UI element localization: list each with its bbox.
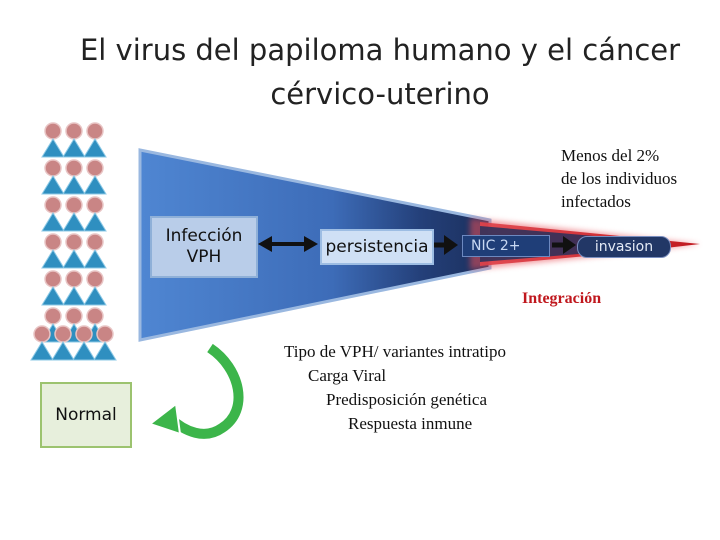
person-icon bbox=[41, 270, 65, 306]
population-people-group bbox=[30, 122, 117, 361]
person-icon bbox=[62, 270, 86, 306]
minority-note-line2: de los individuos bbox=[561, 169, 678, 188]
person-icon bbox=[72, 325, 96, 361]
person-icon bbox=[62, 159, 86, 195]
infection-vph-box: Infección VPH bbox=[150, 216, 258, 278]
person-icon bbox=[62, 122, 86, 158]
right-arrow-icon bbox=[434, 235, 458, 255]
normal-box: Normal bbox=[40, 382, 132, 448]
person-icon bbox=[41, 196, 65, 232]
person-icon bbox=[83, 270, 107, 306]
person-icon bbox=[41, 122, 65, 158]
factor-line1: Tipo de VPH/ variantes intratipo bbox=[284, 342, 506, 361]
person-icon bbox=[41, 159, 65, 195]
person-icon bbox=[83, 122, 107, 158]
slide-title-line2: cérvico-uterino bbox=[270, 77, 490, 111]
integracion-label: Integración bbox=[522, 290, 602, 307]
nic-label: NIC 2+ bbox=[471, 238, 521, 254]
minority-note: Menos del 2% de los individuos infectado… bbox=[561, 144, 711, 213]
normal-label: Normal bbox=[55, 405, 117, 425]
minority-note-line3: infectados bbox=[561, 192, 631, 211]
slide-title: El virus del papiloma humano y el cáncer… bbox=[0, 28, 720, 116]
factor-line2: Carga Viral bbox=[308, 366, 387, 385]
person-icon bbox=[83, 233, 107, 269]
slide-title-line1: El virus del papiloma humano y el cáncer bbox=[79, 33, 681, 67]
person-icon bbox=[41, 233, 65, 269]
invasion-box: invasion bbox=[577, 236, 671, 258]
curved-return-arrow-icon bbox=[147, 340, 247, 442]
minority-note-line1: Menos del 2% bbox=[561, 146, 660, 165]
double-arrow-icon bbox=[258, 236, 318, 252]
person-icon bbox=[30, 325, 54, 361]
factor-line4: Respuesta inmune bbox=[348, 414, 473, 433]
right-arrow-icon bbox=[552, 236, 576, 254]
persistencia-label: persistencia bbox=[325, 237, 429, 257]
person-icon bbox=[93, 325, 117, 361]
factor-line3: Predisposición genética bbox=[326, 390, 487, 409]
infection-label-line1: Infección bbox=[165, 226, 243, 246]
person-icon bbox=[83, 196, 107, 232]
nic-box: NIC 2+ bbox=[462, 235, 550, 257]
person-icon bbox=[62, 233, 86, 269]
person-icon bbox=[62, 196, 86, 232]
invasion-label: invasion bbox=[594, 239, 654, 255]
persistencia-box: persistencia bbox=[320, 229, 434, 265]
infection-label-line2: VPH bbox=[186, 247, 222, 267]
person-icon bbox=[51, 325, 75, 361]
person-icon bbox=[83, 159, 107, 195]
risk-factors-list: Tipo de VPH/ variantes intratipo Carga V… bbox=[284, 340, 584, 436]
